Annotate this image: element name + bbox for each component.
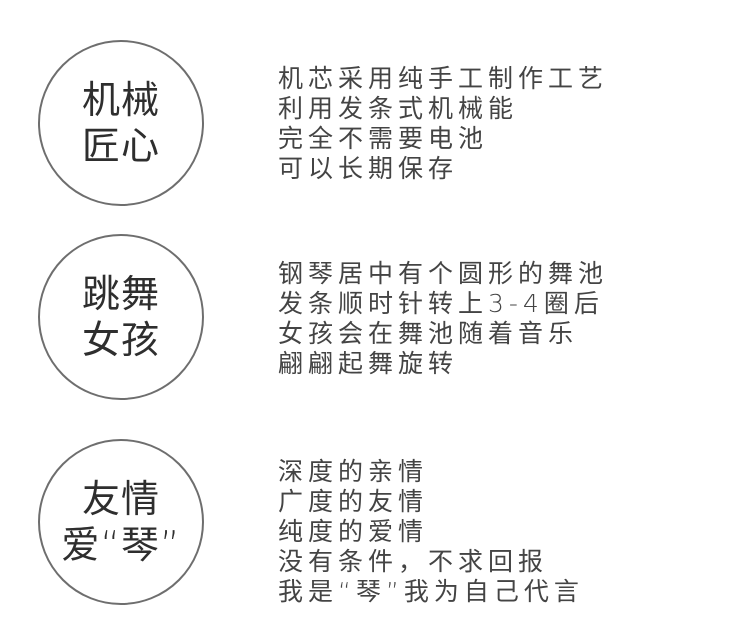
description-line: 女孩会在舞池随着音乐 [278,319,579,348]
description-line: 翩翩起舞旋转 [278,349,459,378]
feature-dancing-girl: 跳舞 女孩 钢琴居中有个圆形的舞池 发条顺时针转上3-4圈后 女孩会在舞池随着音… [0,215,750,425]
badge-title-line-2: 爱“琴” [61,523,181,567]
badge-title-line-1: 跳舞 [81,272,160,316]
badge-title-line-2: 女孩 [81,318,160,362]
feature-friendship-love: 友情 爱“琴” 深度的亲情 广度的友情 纯度的爱情 没有条件，不求回报 我是“琴… [0,425,750,643]
description-line: 没有条件，不求回报 [278,547,549,576]
feature-mechanical-craft: 机械 匠心 机芯采用纯手工制作工艺 利用发条式机械能 完全不需要电池 可以长期保… [0,0,750,215]
description-line: 广度的友情 [278,487,429,516]
description-line: 利用发条式机械能 [278,94,519,123]
description-line: 纯度的爱情 [278,517,429,546]
description-line: 机芯采用纯手工制作工艺 [278,64,609,93]
feature-description: 深度的亲情 广度的友情 纯度的爱情 没有条件，不求回报 我是“琴”我为自己代言 [278,457,584,607]
description-line: 我是“琴”我为自己代言 [278,577,584,606]
description-line: 钢琴居中有个圆形的舞池 [278,259,609,288]
description-line: 完全不需要电池 [278,124,489,153]
badge-title-line-2: 匠心 [81,124,160,168]
description-line: 发条顺时针转上3-4圈后 [278,289,604,318]
badge-title-line-1: 机械 [81,78,160,122]
feature-badge-circle: 跳舞 女孩 [38,234,204,400]
description-line: 可以长期保存 [278,154,459,183]
feature-badge-circle: 友情 爱“琴” [38,439,204,605]
feature-badge-circle: 机械 匠心 [38,40,204,206]
feature-description: 钢琴居中有个圆形的舞池 发条顺时针转上3-4圈后 女孩会在舞池随着音乐 翩翩起舞… [278,259,608,379]
feature-description: 机芯采用纯手工制作工艺 利用发条式机械能 完全不需要电池 可以长期保存 [278,64,608,184]
badge-title-line-1: 友情 [81,477,160,521]
description-line: 深度的亲情 [278,457,429,486]
